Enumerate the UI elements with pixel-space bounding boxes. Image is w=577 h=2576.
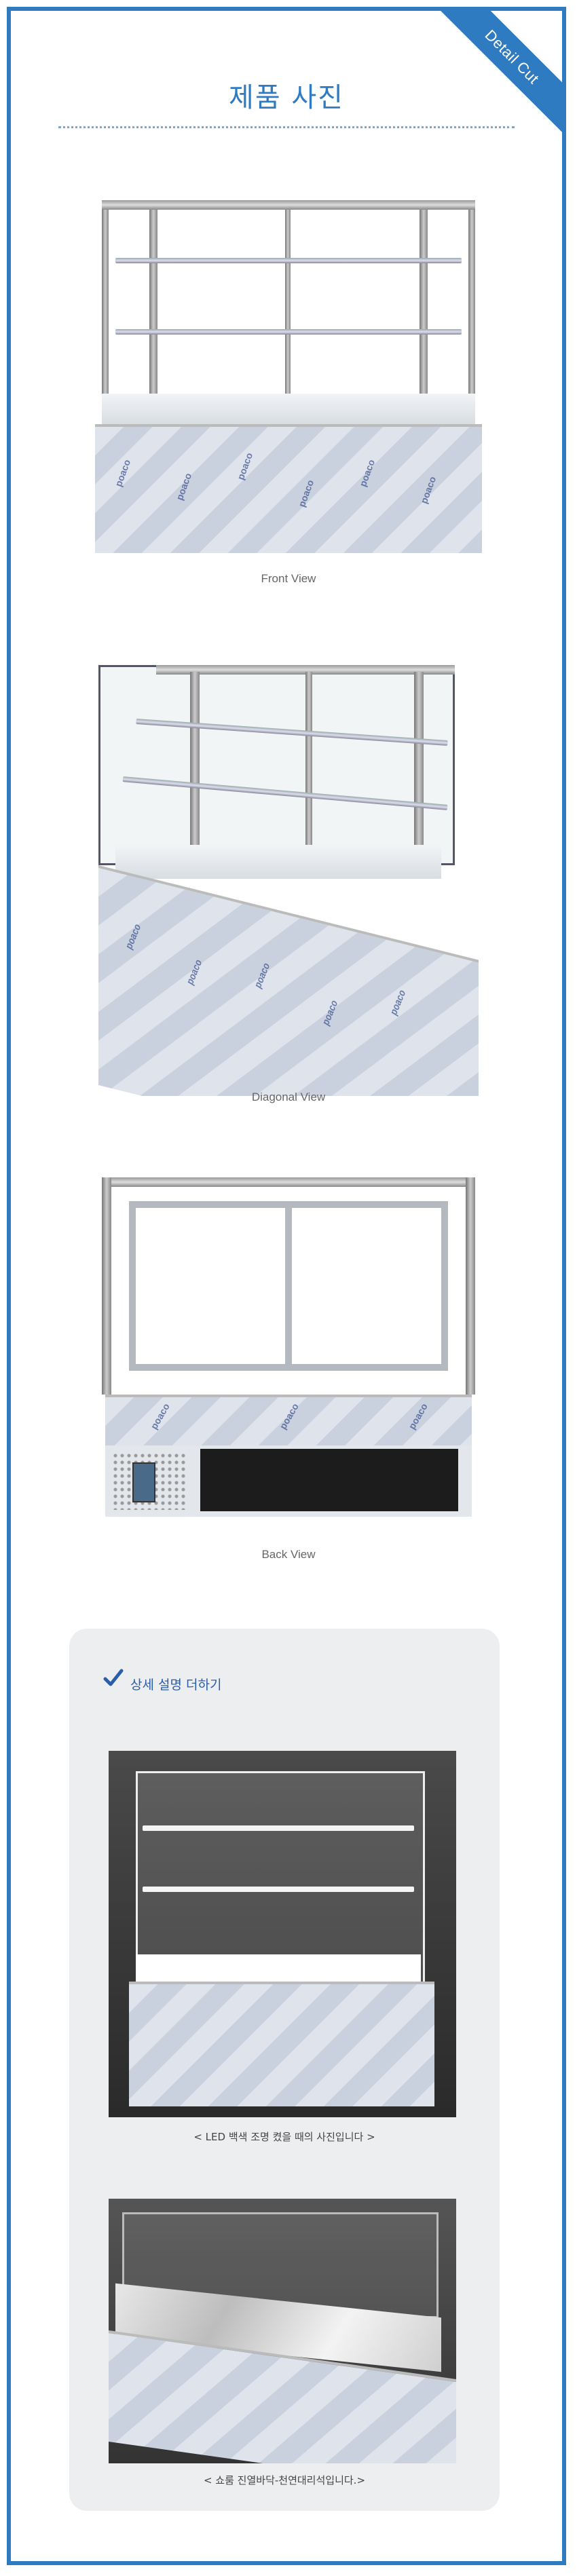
checkmark-icon (103, 1669, 124, 1686)
corner-badge: Detail Cut (437, 11, 562, 136)
detail-heading: 상세 설명 더하기 (130, 1678, 222, 1692)
detail-photo-marble (109, 2199, 456, 2463)
title-divider (58, 126, 515, 128)
diagonal-view-caption: Diagonal View (251, 1091, 326, 1103)
back-view-caption: Back View (261, 1548, 316, 1561)
front-view-photo: poaco poaco poaco poaco poaco poaco (95, 200, 482, 553)
detail-photo-led (109, 1751, 456, 2117)
front-view-caption: Front View (261, 572, 316, 585)
diagonal-view-photo: poaco poaco poaco poaco poaco (95, 662, 482, 1096)
page-title: 제품 사진 (229, 82, 344, 113)
badge-label: Detail Cut (437, 11, 562, 136)
detail-panel: 상세 설명 더하기 < LED 백색 조명 켰을 때의 사진입니다 > < 쇼룸… (69, 1629, 500, 2511)
detail-caption-marble: < 쇼룸 진열바닥-천연대리석입니다.> (203, 2474, 366, 2486)
back-view-photo: poaco poaco poaco (95, 1177, 482, 1523)
detail-caption-led: < LED 백색 조명 켰을 때의 사진입니다 > (193, 2131, 375, 2143)
